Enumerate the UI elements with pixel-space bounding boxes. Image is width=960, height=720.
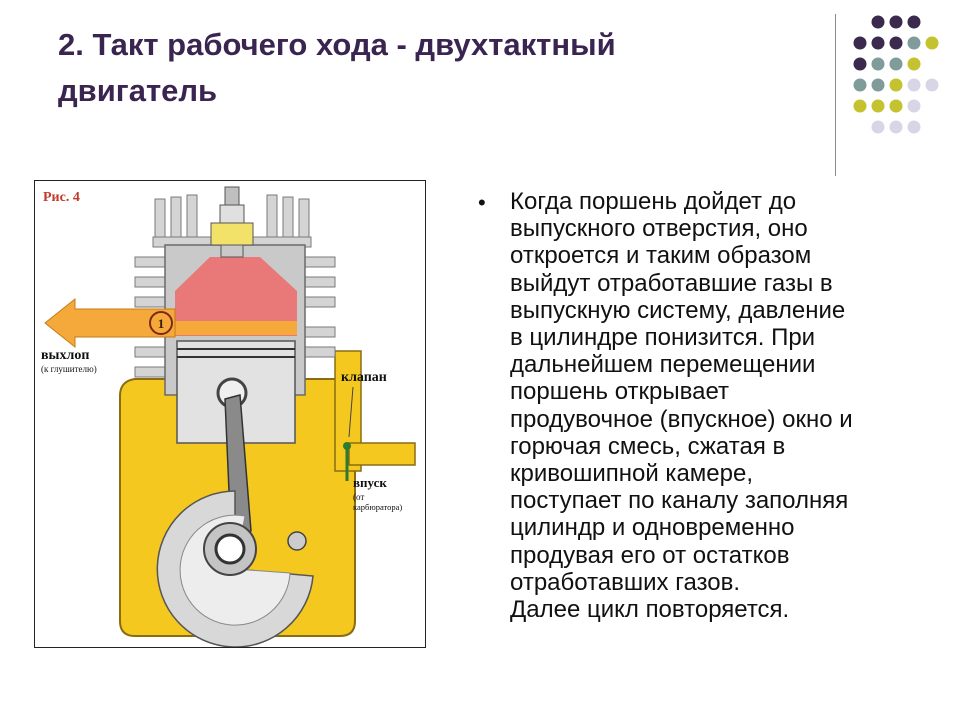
marker-1-number: 1 [158, 316, 165, 331]
decorative-dot [907, 15, 921, 29]
decorative-dot [889, 36, 903, 50]
intake-sublabel-2: карбюратора) [353, 502, 402, 512]
intake-label: впуск [353, 475, 387, 490]
bullet-line: отработавших газов. [510, 568, 741, 596]
decorative-dot [889, 78, 903, 92]
bullet-line: горючая смесь, сжатая в [510, 432, 786, 460]
intake-sublabel-1: (от [353, 492, 364, 502]
decorative-dot [871, 57, 885, 71]
valve-label: клапан [341, 370, 387, 385]
bullet-line: в цилиндре понизится. При [510, 324, 816, 352]
bullet-line: поступает по каналу заполняя [510, 487, 849, 515]
decorative-dot [925, 36, 939, 50]
decorative-dot [853, 78, 867, 92]
decorative-dot [907, 36, 921, 50]
figure-caption: Рис. 4 [43, 190, 80, 205]
bullet-line: дальнейшем перемещении [510, 351, 816, 379]
combustion-chamber [175, 257, 297, 336]
bullet-marker: • [478, 190, 486, 215]
bullet-line: откроется и таким образом [510, 242, 812, 270]
decorative-dot [907, 78, 921, 92]
decorative-dot [907, 99, 921, 113]
decorative-dot [871, 15, 885, 29]
slide-title: 2. Такт рабочего хода - двухтактный двиг… [58, 22, 818, 114]
valve-leader [348, 386, 354, 438]
title-line-1: 2. Такт рабочего хода - двухтактный [58, 27, 616, 62]
bullet-line: выпускного отверстия, оно [510, 215, 808, 243]
decorative-dot [907, 57, 921, 71]
bullet-line: продувочное (впускное) окно и [510, 405, 853, 433]
decorative-dot [871, 120, 885, 134]
bullet-line: кривошипной камере, [510, 460, 753, 488]
decorative-dot [853, 36, 867, 50]
decorative-dot [871, 99, 885, 113]
decorative-dot [853, 99, 867, 113]
decorative-divider [835, 14, 836, 176]
exhaust-gas-band [175, 321, 297, 335]
intake-valve [343, 442, 351, 481]
decorative-dot [853, 57, 867, 71]
bullet-line: выпускную систему, давление [510, 296, 846, 324]
intake-pipe [348, 442, 416, 466]
decorative-dot [889, 99, 903, 113]
exhaust-label: выхлоп [41, 348, 89, 363]
decorative-dot [925, 78, 939, 92]
engine-diagram: Рис. 4 [41, 186, 416, 647]
decorative-dot [889, 120, 903, 134]
decorative-dot [871, 36, 885, 50]
exhaust-sublabel: (к глушителю) [41, 364, 97, 374]
exhaust-arrow [44, 297, 176, 349]
decorative-dot [889, 57, 903, 71]
crankshaft [156, 490, 314, 647]
title-line-2: двигатель [58, 73, 218, 108]
decorative-dot [907, 120, 921, 134]
decorative-dot [871, 78, 885, 92]
spark-plug [210, 186, 254, 258]
bullet-line: Когда поршень дойдет до [510, 188, 797, 215]
decorative-dot [889, 15, 903, 29]
bullet-line: цилиндр и одновременно [510, 514, 795, 542]
bullet-line: продувая его от остатков [510, 541, 790, 569]
bullet-line: поршень открывает [510, 378, 729, 406]
engine-figure: Рис. 4 [34, 180, 426, 648]
bullet-line: Далее цикл повторяется. [510, 596, 790, 624]
marker-1 [149, 311, 173, 335]
bullet-line: выйдут отработавшие газы в [510, 269, 833, 297]
